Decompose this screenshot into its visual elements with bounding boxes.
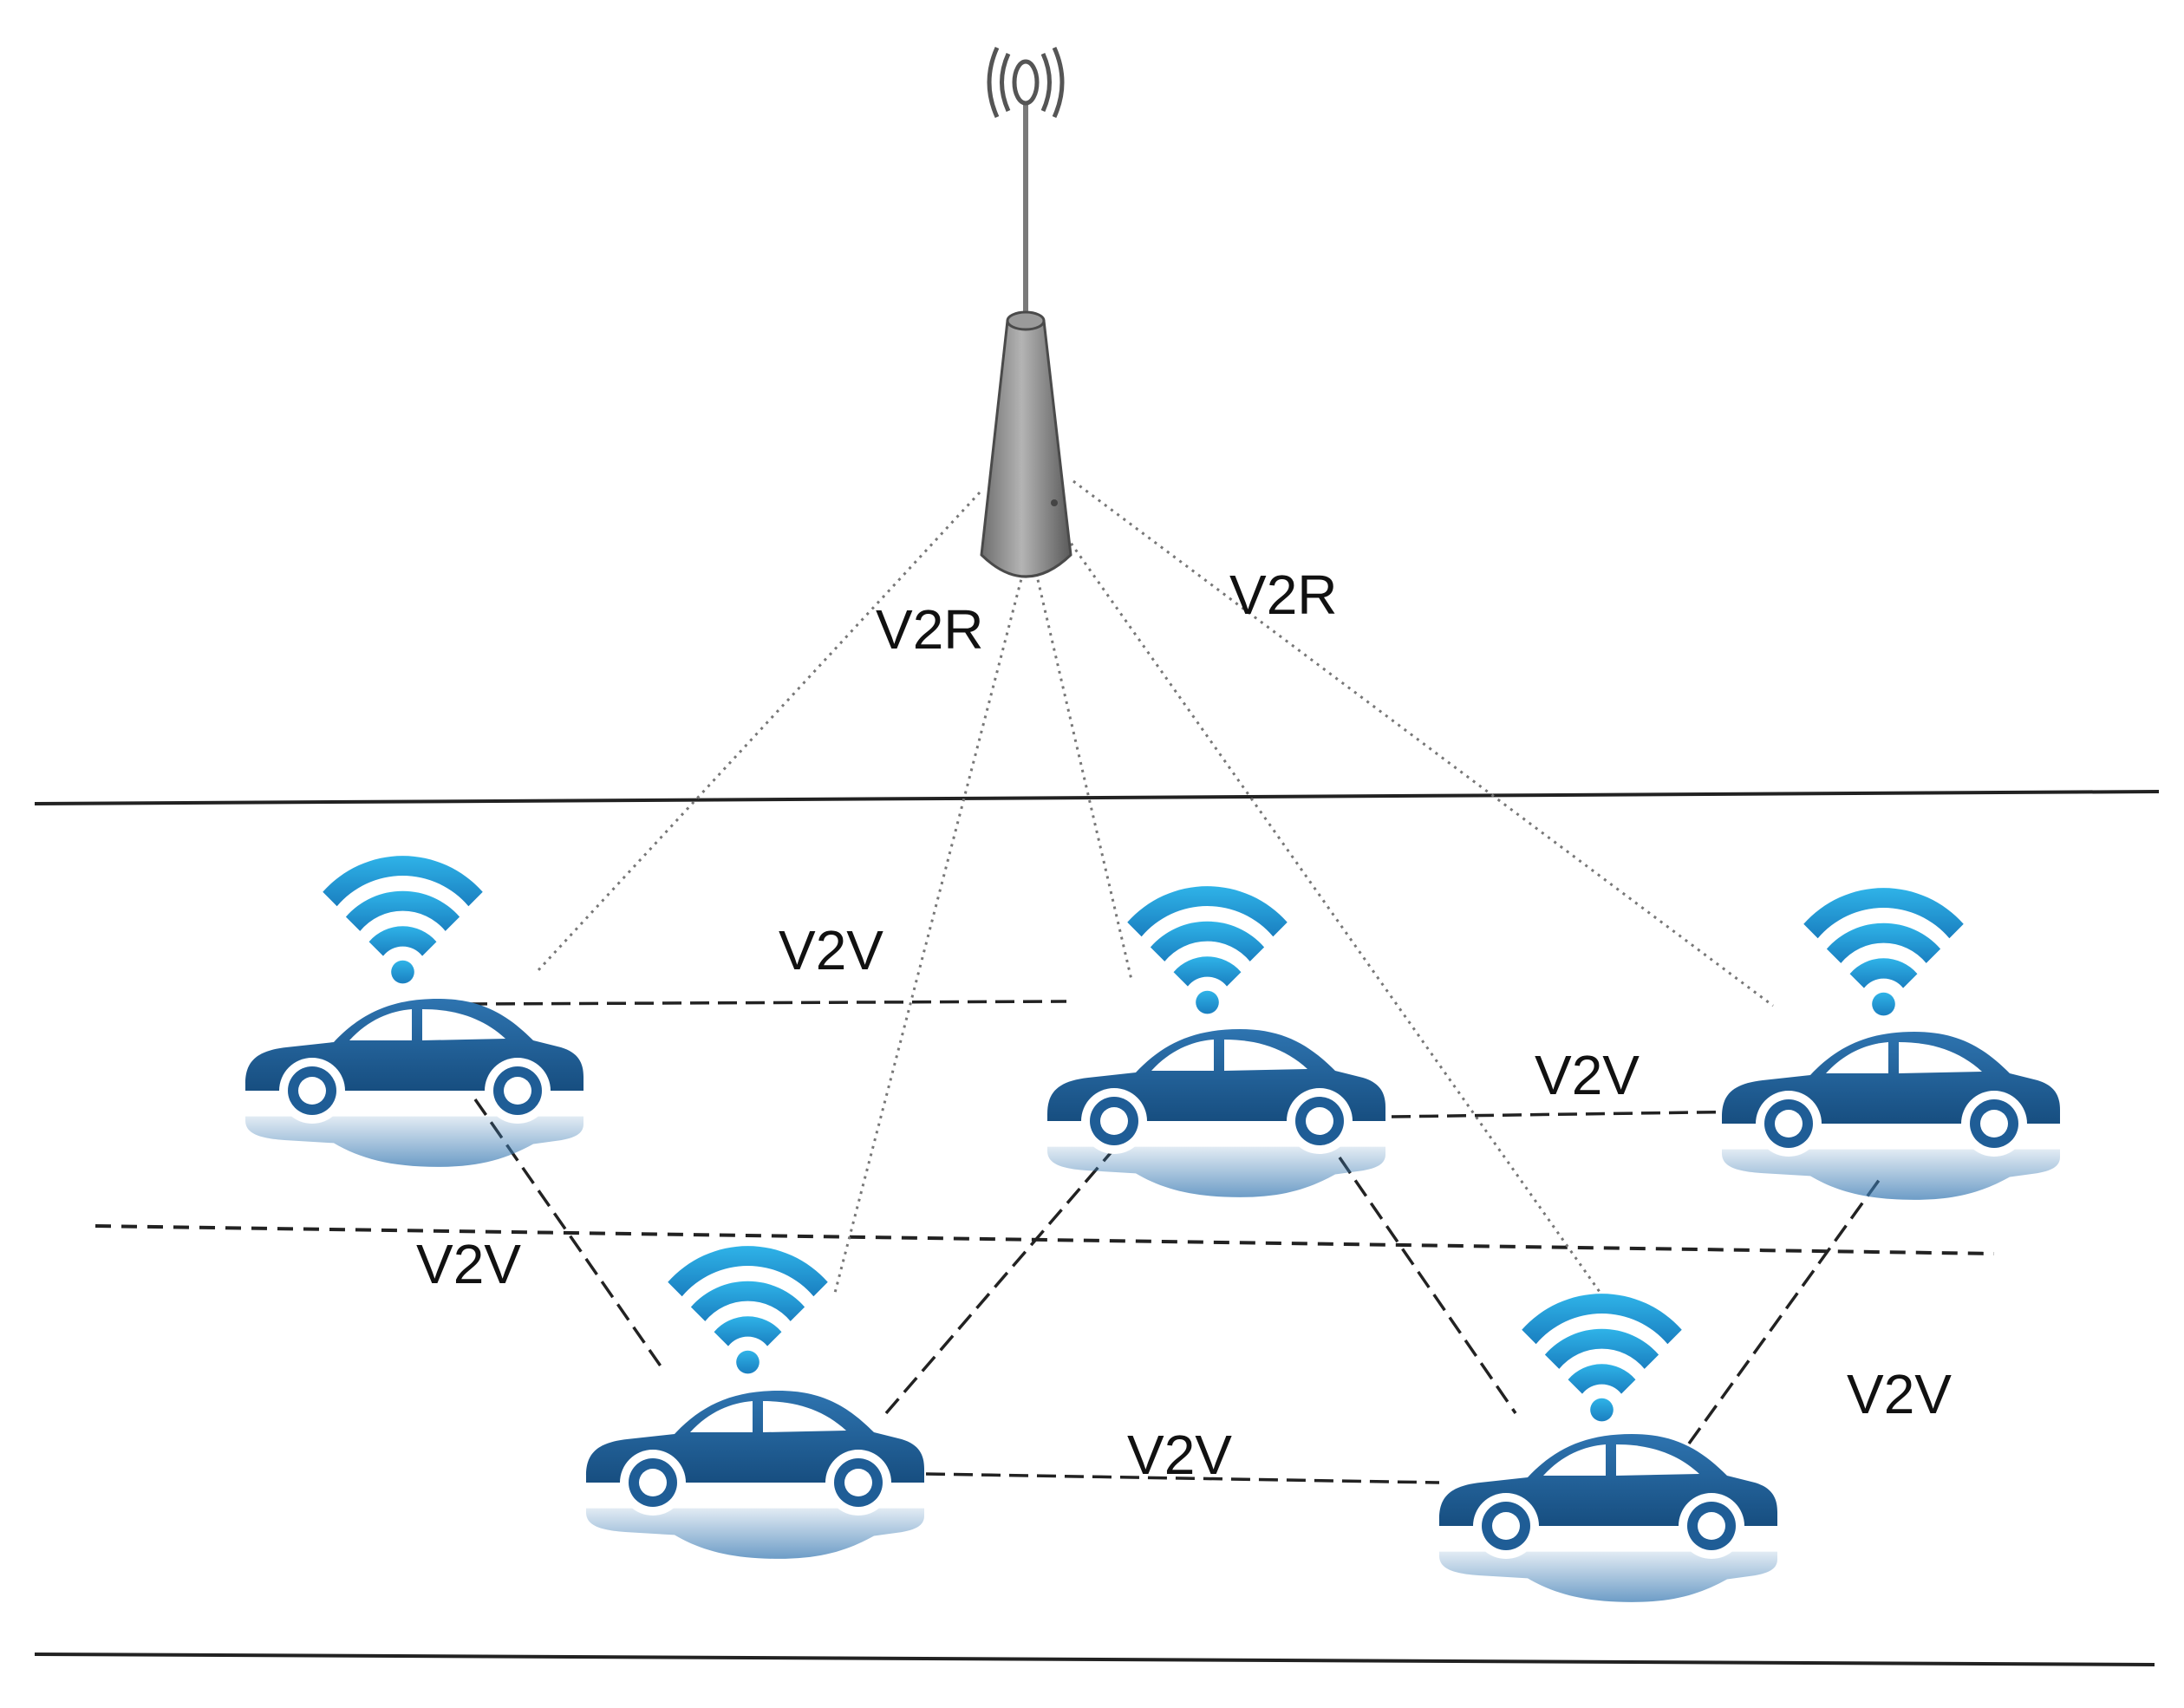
vehicle-5 (1439, 1294, 1777, 1602)
car-icon (1722, 1032, 2060, 1200)
car-icon (245, 999, 583, 1167)
vehicle-4 (586, 1246, 924, 1559)
car-icon (1047, 1029, 1385, 1197)
wifi-signal-icon (323, 856, 483, 984)
vehicle-2 (1047, 886, 1385, 1197)
v2v-links (467, 1000, 1881, 1484)
v2v-label-far-right: V2V (1847, 1363, 1952, 1425)
lane-divider (95, 1224, 1995, 1255)
wifi-signal-icon (1522, 1294, 1682, 1422)
vehicle-3 (1722, 888, 2060, 1200)
road-bottom-edge (34, 1653, 2155, 1666)
wifi-signal-icon (1803, 888, 1964, 1016)
v2v-label-top: V2V (779, 919, 883, 981)
v2v-label-left: V2V (416, 1233, 521, 1295)
car-icon (586, 1391, 924, 1559)
car-icon (1439, 1434, 1777, 1602)
v2v-label-bottom: V2V (1127, 1424, 1232, 1486)
wifi-signal-icon (1127, 886, 1288, 1014)
v2v-label-mid-right: V2V (1535, 1044, 1640, 1106)
v2r-label-left: V2R (876, 598, 984, 661)
radio-tower-icon (980, 46, 1072, 578)
vehicle-1 (245, 856, 583, 1167)
roadside-tower (980, 46, 1072, 578)
road-top-edge (34, 790, 2160, 805)
wifi-signal-icon (668, 1246, 828, 1374)
v2r-links (536, 479, 1774, 1297)
v2r-label-right: V2R (1229, 564, 1338, 626)
